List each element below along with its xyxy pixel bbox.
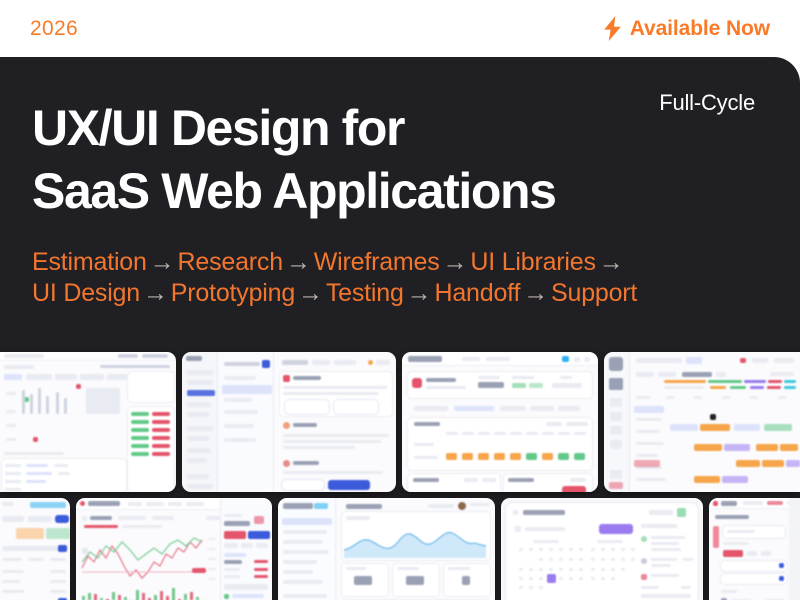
- thumb-inbox-messaging-app[interactable]: [182, 352, 396, 492]
- gallery-row-2: [0, 498, 800, 600]
- step-ui-design: UI Design: [32, 279, 140, 307]
- arrow-icon: →: [149, 248, 175, 276]
- arrow-icon: →: [285, 248, 311, 276]
- gallery-row-1: [0, 352, 800, 492]
- thumb-preview: [402, 352, 598, 492]
- thumb-scheduling-timeline-board[interactable]: [604, 352, 800, 492]
- arrow-icon: →: [142, 279, 168, 307]
- process-line-1: Estimation→Research→Wireframes→UI Librar…: [32, 247, 732, 278]
- thumb-preview: [501, 498, 703, 600]
- step-research: Research: [177, 248, 284, 276]
- thumb-preview: [709, 498, 800, 600]
- title-line-2: SaaS Web Applications: [32, 163, 557, 219]
- step-handoff: Handoff: [434, 279, 521, 307]
- top-bar: 2026 Available Now: [0, 0, 800, 57]
- arrow-icon: →: [406, 279, 432, 307]
- page-title: UX/UI Design for SaaS Web Applications: [32, 97, 672, 223]
- arrow-icon: →: [298, 279, 323, 307]
- year-label: 2026: [30, 16, 78, 40]
- availability-label: Available Now: [629, 16, 770, 40]
- availability-badge: Available Now: [603, 16, 770, 41]
- step-ui-libraries: UI Libraries: [470, 248, 596, 276]
- thumb-preview: [278, 498, 495, 600]
- thumb-analytics-table-dashboard[interactable]: [0, 352, 176, 492]
- thumb-preview: [182, 352, 396, 492]
- thumb-crm-performance-panel[interactable]: [709, 498, 800, 600]
- lightning-bolt-icon: [603, 16, 621, 41]
- process-line-2: UI Design→Prototyping→Testing→Handoff→Su…: [32, 278, 732, 309]
- hero-panel: Full-Cycle UX/UI Design for SaaS Web App…: [0, 57, 800, 600]
- step-prototyping: Prototyping: [170, 279, 296, 307]
- full-cycle-badge: Full-Cycle: [659, 90, 755, 115]
- step-wireframes: Wireframes: [313, 248, 440, 276]
- thumb-agency-metrics-dashboard[interactable]: [278, 498, 495, 600]
- process-steps: Estimation→Research→Wireframes→UI Librar…: [32, 247, 732, 309]
- step-support: Support: [551, 279, 638, 307]
- thumb-preview: [0, 498, 70, 600]
- thumb-finance-overview-dashboard[interactable]: [402, 352, 598, 492]
- thumb-preview: [0, 352, 176, 492]
- arrow-icon: →: [442, 248, 468, 276]
- title-line-1: UX/UI Design for: [32, 100, 405, 156]
- work-gallery: [0, 352, 800, 600]
- thumb-orders-list-panel[interactable]: [0, 498, 70, 600]
- arrow-icon: →: [523, 279, 549, 307]
- step-testing: Testing: [325, 279, 404, 307]
- thumb-preview: [76, 498, 272, 600]
- thumb-trading-candlestick-terminal[interactable]: [76, 498, 272, 600]
- step-estimation: Estimation: [32, 248, 147, 276]
- thumb-preview: [604, 352, 800, 492]
- thumb-appointment-calendar-view[interactable]: [501, 498, 703, 600]
- arrow-icon: →: [598, 248, 624, 276]
